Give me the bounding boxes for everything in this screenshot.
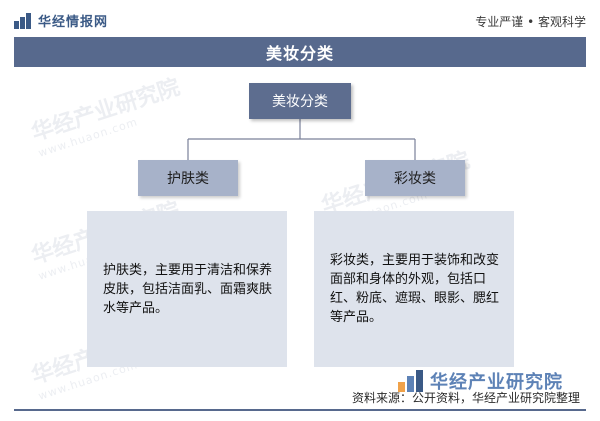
description-text: 彩妆类，主要用于装饰和改变面部和身体的外观，包括口红、粉底、遮瑕、眼影、腮红等产…	[330, 253, 500, 325]
brand-name: 华经情报网	[38, 15, 109, 30]
child-node-label: 彩妆类	[394, 171, 436, 187]
child-node-makeup: 彩妆类	[365, 160, 465, 196]
brand: 华经情报网	[14, 11, 108, 30]
description-box-skincare: 护肤类，主要用于清洁和保养皮肤，包括洁面乳、面霜爽肤水等产品。	[87, 211, 287, 367]
bar-chart-logo-icon	[14, 12, 32, 29]
title-banner: 美妆分类	[14, 37, 586, 67]
footer-logo-name: 华经产业研究院	[430, 372, 563, 393]
page-title: 美妆分类	[265, 44, 334, 63]
slogan: 专业严谨 • 客观科学	[475, 15, 586, 29]
description-box-makeup: 彩妆类，主要用于装饰和改变面部和身体的外观，包括口红、粉底、遮瑕、眼影、腮红等产…	[314, 211, 514, 367]
child-node-skincare: 护肤类	[138, 160, 238, 196]
source-note: 资料来源：公开资料，华经产业研究院整理	[351, 391, 580, 405]
header-bar: 华经情报网 专业严谨 • 客观科学	[0, 0, 600, 36]
footer-logo: 华经产业研究院	[398, 368, 563, 394]
description-text: 护肤类，主要用于清洁和保养皮肤，包括洁面乳、面霜爽肤水等产品。	[103, 262, 273, 316]
child-node-label: 护肤类	[167, 171, 209, 187]
root-node-label: 美妆分类	[272, 94, 328, 110]
bottom-rule	[14, 409, 586, 411]
root-node: 美妆分类	[249, 83, 351, 119]
bar-chart-logo-icon	[398, 370, 424, 392]
